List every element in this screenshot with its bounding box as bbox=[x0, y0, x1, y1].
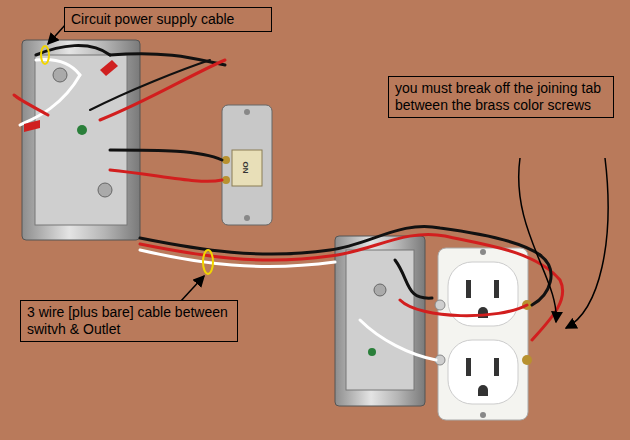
cable-marker bbox=[41, 46, 49, 64]
callout-box: Circuit power supply cable bbox=[64, 7, 272, 32]
duplex-receptacle bbox=[435, 248, 532, 420]
switch-box bbox=[22, 40, 140, 240]
leader-lines bbox=[48, 24, 608, 328]
cable-marker bbox=[203, 250, 213, 274]
outlet-box bbox=[335, 236, 425, 406]
callout-text: Circuit power supply cable bbox=[71, 11, 265, 28]
callout-text: 3 wire [plus bare] cable between switvh … bbox=[27, 304, 231, 338]
switch-marking: ON bbox=[241, 162, 250, 174]
toggle-switch bbox=[222, 105, 272, 225]
callout-box: 3 wire [plus bare] cable between switvh … bbox=[20, 300, 238, 342]
callout-box: you must break off the joining tab betwe… bbox=[388, 76, 614, 118]
callout-text: you must break off the joining tab betwe… bbox=[395, 80, 607, 114]
